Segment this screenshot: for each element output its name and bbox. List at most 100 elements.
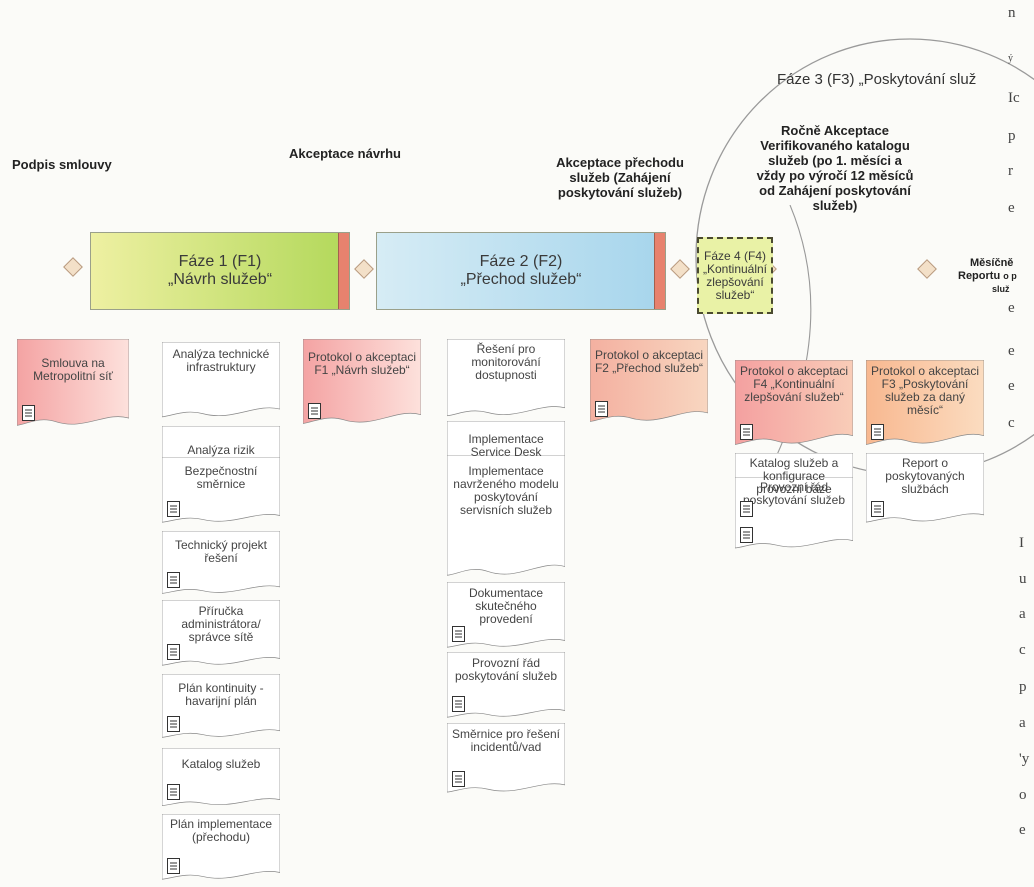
milestone-monthly-line: služ	[992, 284, 1010, 294]
page-edge-text: n	[1008, 5, 1016, 21]
doc-f2-item: Implementace navrženého modelu poskytová…	[447, 455, 565, 579]
page-edge-text: e	[1008, 378, 1015, 394]
phase-f2-title: Fáze 2 (F2)	[479, 253, 563, 270]
document-icon	[167, 784, 180, 800]
page-edge-text: r	[1008, 163, 1013, 179]
document-icon	[167, 501, 180, 517]
doc-f1-item: Technický projekt řešení	[162, 531, 280, 596]
document-icon	[452, 771, 465, 787]
doc-f1-text: Plán implementace (přechodu)	[169, 817, 273, 844]
page-edge-text: o	[1019, 787, 1027, 803]
page-edge-text: e	[1008, 200, 1015, 216]
doc-f1-item: Bezpečnostní směrnice	[162, 457, 280, 525]
phase-f4-subtitle: „Kontinuální	[702, 261, 768, 276]
phase-f1-accent-bar	[338, 233, 349, 309]
page-edge-text: I	[1019, 535, 1024, 551]
page-edge-text: a	[1019, 606, 1026, 622]
doc-f1-item: Analýza technické infrastruktury	[162, 342, 280, 420]
page-edge-text: p	[1008, 128, 1016, 144]
phase-f2-box: Fáze 2 (F2)„Přechod služeb“	[376, 232, 666, 310]
phase3-label: Fáze 3 (F3) „Poskytování služ	[777, 71, 977, 88]
doc-f1-text: Katalog služeb	[181, 757, 261, 771]
milestone-contract: Podpis smlouvy	[12, 157, 112, 172]
page-edge-text: a	[1019, 715, 1026, 731]
doc-f3-text: Report o poskytovaných službách	[885, 456, 965, 496]
page-edge-text: e	[1019, 822, 1026, 838]
milestone-diamond-design	[354, 259, 374, 279]
milestone-annual-line: služeb)	[812, 198, 858, 213]
doc-f1-item: Katalog služeb	[162, 748, 280, 808]
document-icon	[167, 644, 180, 660]
doc-f2-protocol-text: Protokol o akceptaci F2 „Přechod služeb“	[594, 348, 704, 375]
doc-contract: Smlouva na Metropolitní síť	[17, 339, 129, 429]
doc-f1-item: Plán kontinuity - havarijní plán	[162, 674, 280, 740]
phase-f4-subtitle: zlepšování	[706, 274, 764, 289]
doc-f2-protocol: Protokol o akceptaci F2 „Přechod služeb“	[590, 339, 708, 425]
milestone-annual-line: Ročně Akceptace	[781, 123, 889, 138]
milestone-transition-line: poskytování služeb)	[557, 185, 683, 200]
doc-f1-protocol: Protokol o akceptaci F1 „Návrh služeb“	[303, 339, 421, 427]
phase-f2-subtitle: „Přechod služeb“	[460, 271, 582, 288]
doc-contract-text: Smlouva na Metropolitní síť	[33, 356, 113, 383]
doc-f2-text: Provozní řád poskytování služeb	[454, 656, 558, 683]
document-icon	[871, 424, 884, 440]
milestone-transition-line: Akceptace přechodu	[556, 155, 684, 170]
document-icon	[167, 572, 180, 588]
milestone-annual-line: služeb (po 1. měsíci a	[768, 153, 902, 168]
phase-f1-subtitle: „Návrh služeb“	[167, 271, 273, 288]
document-icon	[452, 696, 465, 712]
milestone-annual-line: od Zahájení poskytování	[759, 183, 911, 198]
doc-f4-text: Provozní řád poskytování služeb	[742, 480, 846, 507]
page-edge-text: Ic	[1008, 90, 1020, 106]
doc-f2-text: Dokumentace skutečného provedení	[468, 586, 544, 626]
phase-f4-box: Fáze 4 (F4) „Kontinuální zlepšování služ…	[697, 237, 773, 314]
milestone-monthly: Měsíčně Reportu o p služ	[958, 257, 1017, 296]
phase-f4-title: Fáze 4 (F4)	[703, 248, 766, 263]
phase-f1-box: Fáze 1 (F1)„Návrh služeb“	[90, 232, 350, 310]
doc-f2-text: Implementace Service Desk	[468, 432, 544, 459]
page-edge-text: c	[1008, 415, 1015, 431]
page-edge-text: p	[1019, 679, 1027, 695]
doc-f2-text: Implementace navrženého modelu poskytová…	[453, 464, 559, 517]
document-icon	[740, 501, 753, 517]
document-icon	[167, 858, 180, 874]
document-icon	[740, 424, 753, 440]
milestone-monthly-line: o p	[1003, 271, 1017, 281]
document-icon	[22, 405, 35, 421]
milestone-transition: Akceptace přechodu služeb (Zahájení posk…	[530, 155, 710, 200]
doc-f1-item: Plán implementace (přechodu)	[162, 814, 280, 882]
doc-f1-text: Bezpečnostní směrnice	[184, 464, 258, 491]
doc-f4-item: Provozní řád poskytování služeb	[735, 477, 853, 551]
document-icon	[595, 401, 608, 417]
page-edge-text: 'y	[1019, 751, 1030, 767]
doc-f2-item: Směrnice pro řešení incidentů/vad	[447, 723, 565, 795]
milestone-annual: Ročně Akceptace Verifikovaného katalogu …	[715, 123, 955, 213]
doc-f2-item: Dokumentace skutečného provedení	[447, 582, 565, 650]
doc-f1-text: Analýza technické infrastruktury	[172, 347, 270, 374]
doc-f1-protocol-text: Protokol o akceptaci F1 „Návrh služeb“	[307, 350, 417, 377]
doc-f2-item: Řešení pro monitorování dostupnosti	[447, 339, 565, 419]
milestone-monthly-line: Měsíčně	[970, 257, 1014, 269]
doc-f2-item: Provozní řád poskytování služeb	[447, 652, 565, 720]
page-edge-text: e	[1008, 343, 1015, 359]
milestone-annual-line: Verifikovaného katalogu	[760, 138, 910, 153]
milestone-design: Akceptace návrhu	[289, 146, 401, 161]
page-edge-text: e	[1008, 300, 1015, 316]
phase-f4-subtitle: služeb“	[715, 287, 755, 302]
page-edge-text: ý	[1008, 53, 1013, 64]
doc-f1-text: Analýza rizik	[187, 443, 255, 457]
doc-f3-protocol: Protokol o akceptaci F3 „Poskytování slu…	[866, 360, 984, 448]
doc-f1-text: Plán kontinuity - havarijní plán	[178, 681, 264, 708]
milestone-annual-line: vždy po výročí 12 měsíců	[756, 168, 914, 183]
document-icon	[308, 403, 321, 419]
milestone-diamond-transition	[670, 259, 690, 279]
document-icon	[740, 527, 753, 543]
document-icon	[871, 501, 884, 517]
milestone-monthly-line: Reportu	[958, 270, 1001, 282]
doc-f3-protocol-text: Protokol o akceptaci F3 „Poskytování slu…	[870, 364, 980, 417]
phase-f2-accent-bar	[654, 233, 665, 309]
document-icon	[452, 626, 465, 642]
doc-f4-protocol-text: Protokol o akceptaci F4 „Kontinuální zle…	[739, 364, 849, 404]
milestone-transition-line: služeb (Zahájení	[569, 170, 671, 185]
doc-f1-text: Technický projekt řešení	[174, 538, 268, 565]
